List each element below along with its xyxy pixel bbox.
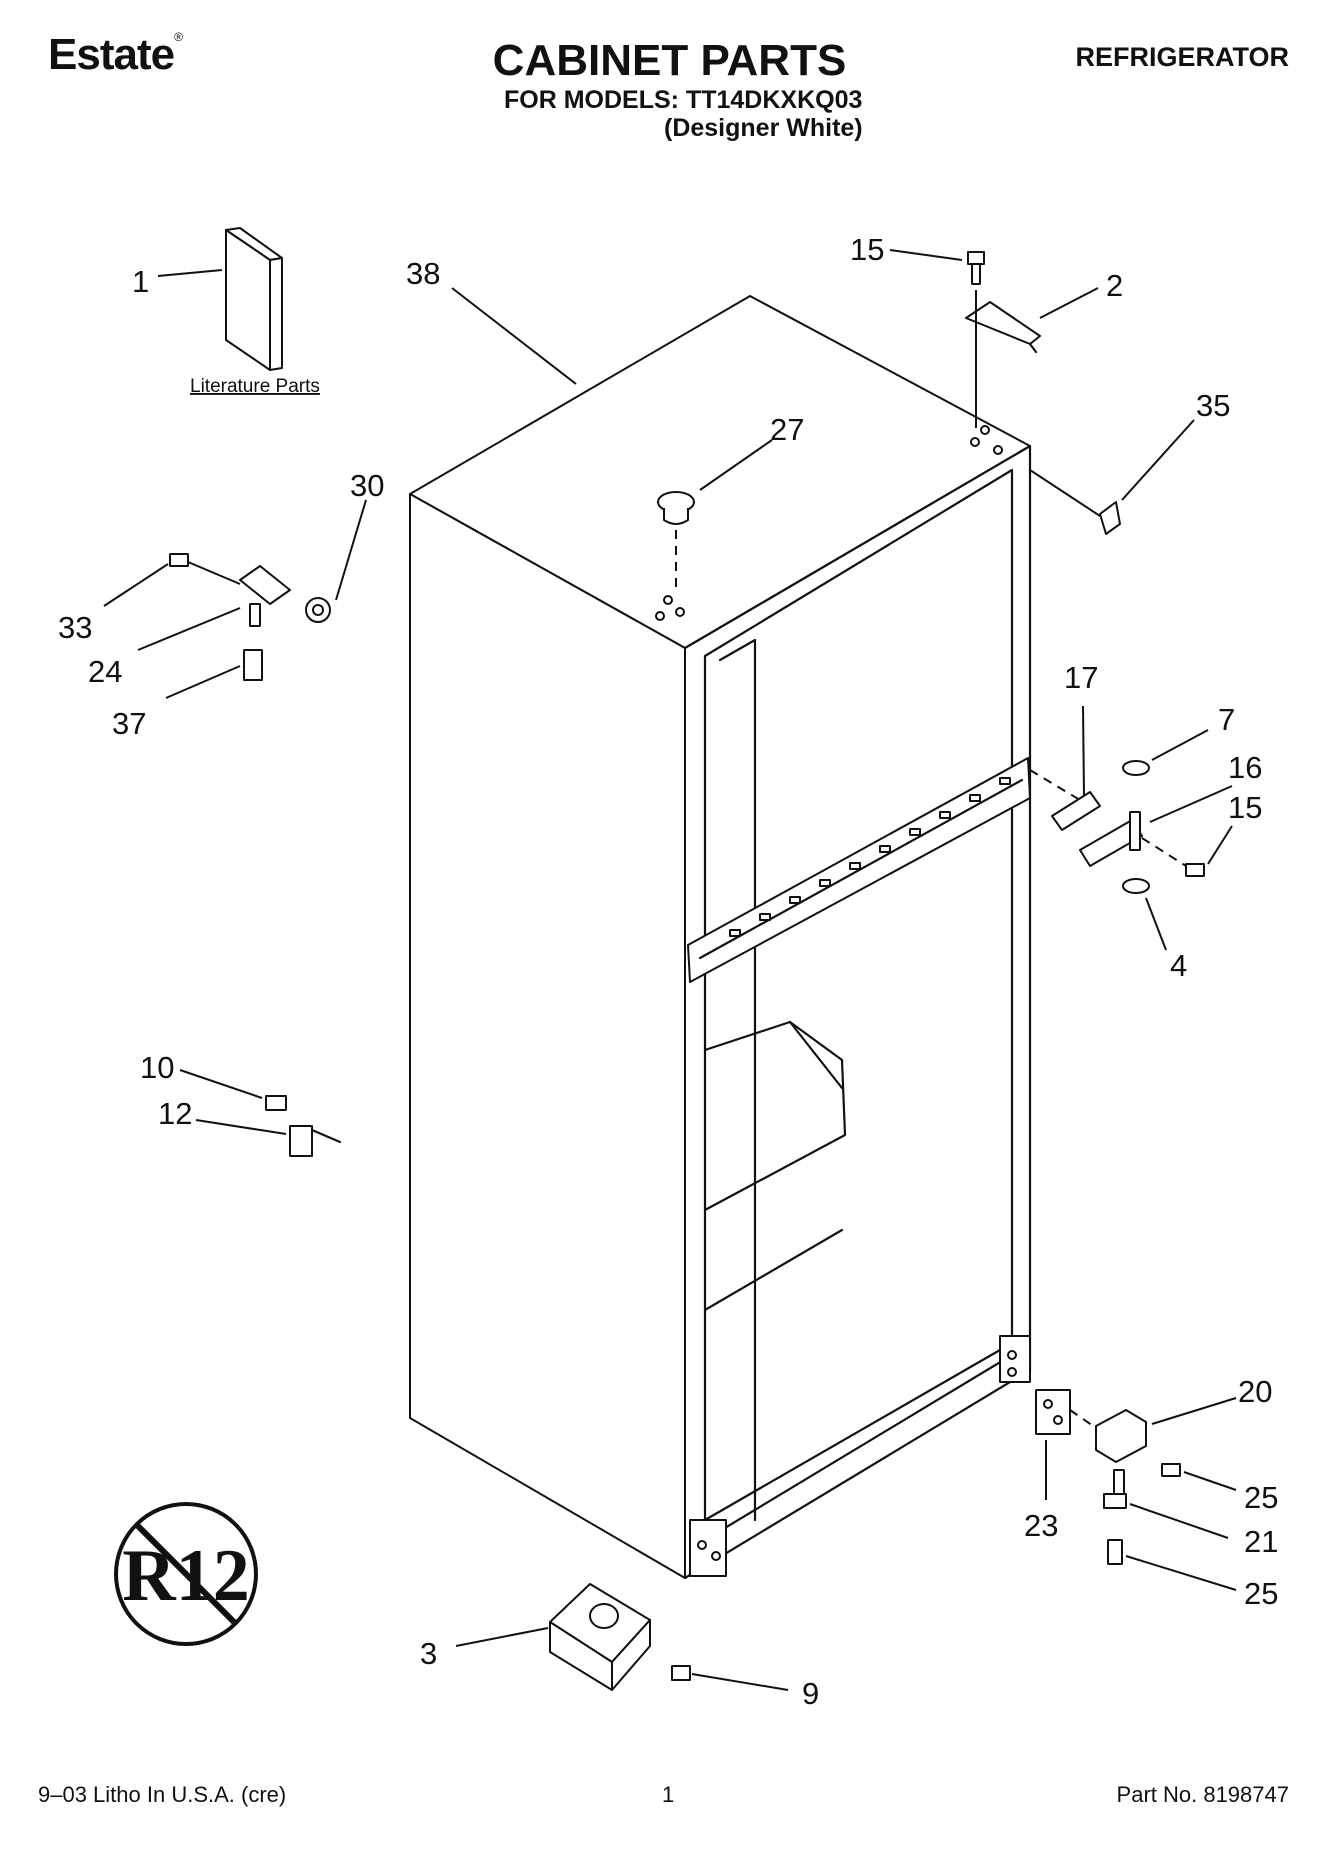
callout-15-top: 15 (850, 232, 884, 267)
callout-23: 23 (1024, 1508, 1058, 1543)
left-upper-hardware (169, 553, 331, 681)
callout-9: 9 (802, 1676, 819, 1711)
center-hinge-assembly (1029, 760, 1205, 894)
cabinet-body (409, 295, 1032, 1580)
brand-logo: Estate® (48, 30, 183, 80)
callout-37: 37 (112, 706, 146, 741)
page-title: CABINET PARTS (492, 36, 847, 85)
callout-24: 24 (88, 654, 122, 689)
callout-2: 2 (1106, 268, 1123, 303)
literature-parts-label: Literature Parts (190, 376, 320, 397)
callout-7: 7 (1218, 702, 1235, 737)
registered-mark: ® (174, 30, 183, 44)
product-type: REFRIGERATOR (1075, 42, 1289, 72)
page-number: 1 (662, 1782, 675, 1807)
callout-33: 33 (58, 610, 92, 645)
model-variant: (Designer White) (664, 114, 863, 142)
brand-name: Estate (48, 30, 175, 79)
callout-21: 21 (1244, 1524, 1278, 1559)
plug-button (657, 491, 695, 592)
part-number: Part No. 8198747 (1116, 1782, 1289, 1807)
literature-book-icon (225, 227, 283, 371)
callout-4: 4 (1170, 948, 1187, 983)
callout-35: 35 (1196, 388, 1230, 423)
callout-3: 3 (420, 1636, 437, 1671)
callout-20: 20 (1238, 1374, 1272, 1409)
top-hinge-assembly (965, 251, 1041, 428)
mullion-slots (729, 777, 1011, 937)
hinge-cap (1029, 469, 1121, 535)
no-r12-badge-icon: R12 (114, 1502, 258, 1646)
callout-38: 38 (406, 256, 440, 291)
callout-17: 17 (1064, 660, 1098, 695)
print-info: 9–03 Litho In U.S.A. (cre) (38, 1782, 287, 1807)
callout-30: 30 (350, 468, 384, 503)
callout-10: 10 (140, 1050, 174, 1085)
callout-numbers: 1 38 15 2 35 27 30 33 24 37 10 12 17 7 1… (58, 232, 1278, 1711)
callout-25-upper: 25 (1244, 1480, 1278, 1515)
roller-assembly (549, 1583, 691, 1691)
models-line: FOR MODELS: TT14DKXKQ03 (504, 86, 863, 114)
callout-25-lower: 25 (1244, 1576, 1278, 1611)
callout-12: 12 (158, 1096, 192, 1131)
bottom-hinge-assembly (1035, 1389, 1181, 1565)
callout-27: 27 (770, 412, 804, 447)
leader-lines (103, 249, 1237, 1691)
callout-1: 1 (132, 264, 149, 299)
callout-16: 16 (1228, 750, 1262, 785)
callout-15-mid: 15 (1228, 790, 1262, 825)
left-lower-hardware (265, 1095, 342, 1157)
